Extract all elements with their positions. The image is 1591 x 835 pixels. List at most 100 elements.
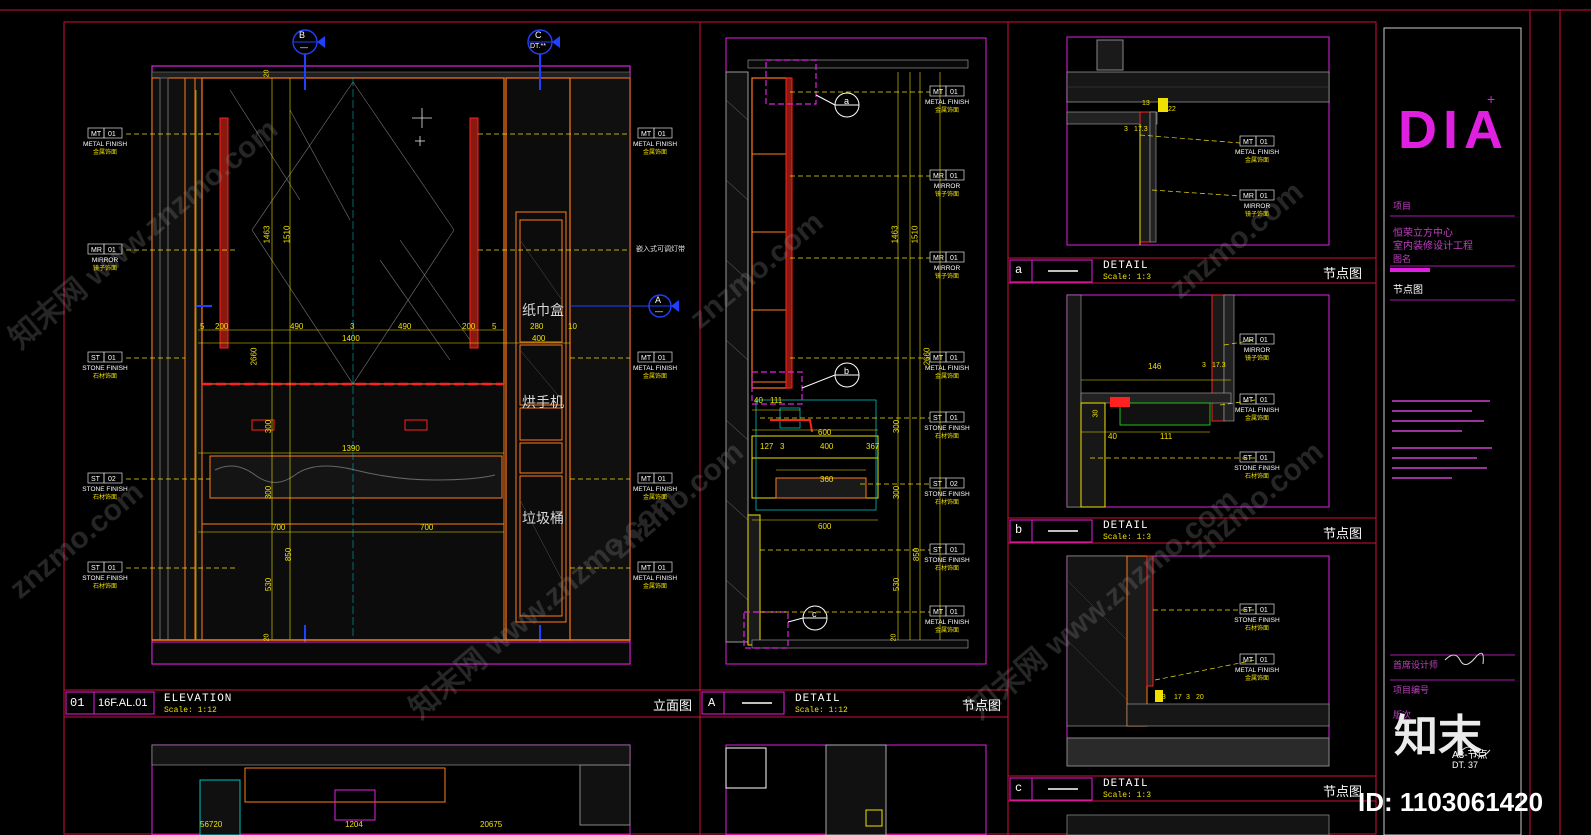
- dim-850: 850: [284, 547, 294, 562]
- sec-dim-300a: 300: [892, 419, 902, 434]
- tb-designer-label: 首席设计师: [1393, 660, 1439, 670]
- detail-c-dim: 20: [1196, 694, 1204, 701]
- callout-c: c: [812, 609, 817, 619]
- material-desc-cn: 金属饰面: [935, 106, 959, 114]
- material-code: ST: [91, 355, 101, 362]
- sec-dim-1463: 1463: [890, 225, 900, 244]
- dim-10: 10: [568, 322, 577, 331]
- tb-drawing-name: 节点图: [1393, 285, 1423, 296]
- material-desc-en: METAL FINISH: [1235, 149, 1279, 156]
- material-code: MR: [933, 173, 944, 180]
- dim-300a: 300: [264, 419, 274, 434]
- scale-label: Scale:: [1103, 273, 1132, 282]
- tb-sheet-code: DT. 37: [1452, 760, 1479, 770]
- material-desc-cn: 金属饰面: [1245, 674, 1269, 682]
- scale-value: 1:3: [1136, 273, 1152, 282]
- elevation-drawing: [151, 50, 660, 665]
- material-code: ST: [933, 415, 943, 422]
- sec-dim-111: 111: [770, 396, 783, 405]
- material-desc-cn: 镜子饰面: [935, 272, 959, 280]
- material-num: 01: [1260, 337, 1268, 344]
- detail-a-letter: a: [1015, 263, 1023, 277]
- detail-a-dim: 22: [1168, 106, 1176, 113]
- sec-dim-20: 20: [890, 633, 898, 642]
- callout-b: b: [844, 366, 850, 376]
- material-desc-cn: 金属饰面: [1245, 414, 1269, 422]
- material-code: ST: [1243, 455, 1253, 462]
- dim-1463: 1463: [262, 225, 272, 244]
- dim-2660: 2660: [249, 347, 259, 366]
- elevation-title-sheet: 16F.AL.01: [98, 697, 148, 709]
- material-desc-en: MIRROR: [934, 183, 961, 190]
- marker-b-ref: —: [300, 43, 308, 52]
- material-code: MT: [641, 355, 652, 362]
- material-desc-cn: 镜子饰面: [93, 264, 117, 272]
- material-desc-cn: 镜子饰面: [1245, 354, 1269, 362]
- material-desc-en: METAL FINISH: [1235, 407, 1279, 414]
- material-desc-cn: 金属饰面: [643, 148, 667, 156]
- material-code: MT: [933, 355, 944, 362]
- material-desc-cn: 金属饰面: [1245, 156, 1269, 164]
- tb-projectno-label: 项目编号: [1393, 685, 1430, 695]
- dim-1400: 1400: [342, 334, 360, 343]
- material-desc-en: MIRROR: [1244, 347, 1271, 354]
- material-desc-en: STONE FINISH: [1234, 617, 1280, 624]
- bottom-dim-left: 56720: [200, 820, 223, 829]
- detail-a-dim: 17.3: [1134, 126, 1148, 133]
- material-num: 01: [950, 609, 958, 616]
- dim-200a: 200: [215, 322, 229, 331]
- detail-b-dim: 111: [1160, 432, 1173, 441]
- material-code: MT: [933, 89, 944, 96]
- logo-plus: +: [1487, 91, 1495, 107]
- sec-dim-1510: 1510: [910, 225, 920, 244]
- material-desc-cn: 镜子饰面: [1245, 210, 1269, 218]
- marker-b-letter: B: [299, 30, 306, 40]
- material-code: MR: [1243, 337, 1254, 344]
- material-code: ST: [91, 476, 101, 483]
- material-desc-cn: 金属饰面: [935, 626, 959, 634]
- sec-dim-127: 127: [760, 442, 774, 451]
- material-desc-cn: 石材饰面: [935, 432, 959, 440]
- material-code: MT: [641, 565, 652, 572]
- detail-a-name: DETAIL: [1103, 260, 1149, 272]
- detail-c-cn: 节点图: [1323, 784, 1363, 799]
- section-title-letter: A: [708, 696, 716, 710]
- material-desc-cn: 金属饰面: [93, 148, 117, 156]
- sec-dim-360: 360: [820, 475, 834, 484]
- material-num: 01: [108, 355, 116, 362]
- sec-dim-530: 530: [892, 577, 902, 592]
- material-desc-en: METAL FINISH: [1235, 667, 1279, 674]
- scale-label: Scale:: [1103, 791, 1132, 800]
- section-title-name: DETAIL: [795, 693, 841, 705]
- detail-b-letter: b: [1015, 523, 1023, 537]
- dim-490a: 490: [290, 322, 304, 331]
- dim-20a: 20: [263, 69, 271, 78]
- material-num: 01: [658, 355, 666, 362]
- material-num: 02: [950, 481, 958, 488]
- material-code: MT: [91, 131, 102, 138]
- dim-700b: 700: [420, 523, 434, 532]
- material-num: 01: [108, 131, 116, 138]
- dim-530: 530: [264, 577, 274, 592]
- material-num: 01: [1260, 455, 1268, 462]
- material-num: 01: [108, 247, 116, 254]
- material-num: 01: [950, 355, 958, 362]
- section-marker-a: [648, 294, 679, 318]
- title-block-frame: [1383, 27, 1522, 835]
- detail-a-cn: 节点图: [1323, 266, 1363, 281]
- detail-b-scale: Scale: 1:3: [1103, 533, 1151, 542]
- detail-b-dim: 40: [1108, 432, 1117, 441]
- material-num: 01: [950, 547, 958, 554]
- material-desc-cn: 石材饰面: [935, 564, 959, 572]
- marker-c-ref: DT.**: [530, 43, 546, 50]
- bottom-partial-drawings: [151, 744, 1330, 835]
- sec-dim-850: 850: [912, 547, 922, 562]
